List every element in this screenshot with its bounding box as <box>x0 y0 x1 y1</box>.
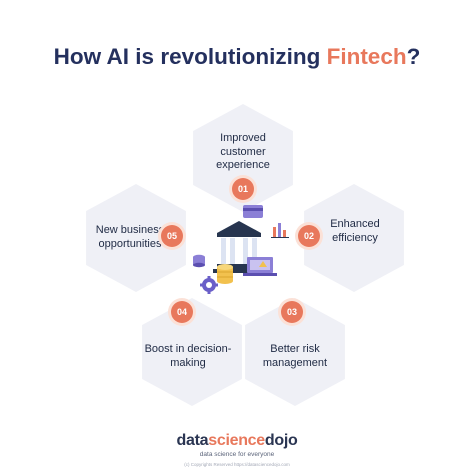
hex-item-02 <box>304 184 404 292</box>
badge-01: 01 <box>232 178 254 200</box>
brand-part3: dojo <box>264 432 298 449</box>
database-icon <box>193 254 205 268</box>
hex-label-01: Improved customer experience <box>216 132 270 171</box>
page-title: How AI is revolutionizing Fintech? <box>0 44 474 70</box>
badge-05: 05 <box>161 225 183 247</box>
hex-label-03: Better risk management <box>262 343 328 369</box>
hex-label-04: Boost in decision-making <box>144 343 232 369</box>
hex-label-02: Enhanced efficiency <box>330 218 380 244</box>
title-accent: Fintech <box>326 44 407 69</box>
coin-stack-icon <box>217 264 233 284</box>
brand-part1: data <box>176 432 209 449</box>
title-suffix: ? <box>406 44 421 69</box>
credit-card-icon <box>243 205 263 218</box>
laptop-icon <box>243 257 277 276</box>
brand-tagline: data science for everyone <box>199 451 275 458</box>
fintech-illustration <box>187 197 291 297</box>
gear-icon <box>200 276 218 294</box>
copyright-footer: (c) Copyrights Reserved https://datascie… <box>184 462 290 467</box>
badge-03: 03 <box>281 301 303 323</box>
fintech-illustration-svg <box>193 205 289 294</box>
hex-label-05: New business opportunities <box>95 224 165 250</box>
bank-building-icon <box>213 221 265 273</box>
title-prefix: How AI is revolutionizing <box>53 44 327 69</box>
badge-04: 04 <box>171 301 193 323</box>
bar-chart-icon <box>271 223 289 238</box>
brand-logo: datasciencedojo <box>0 432 474 450</box>
brand-part2: science <box>208 432 265 449</box>
badge-02: 02 <box>298 225 320 247</box>
